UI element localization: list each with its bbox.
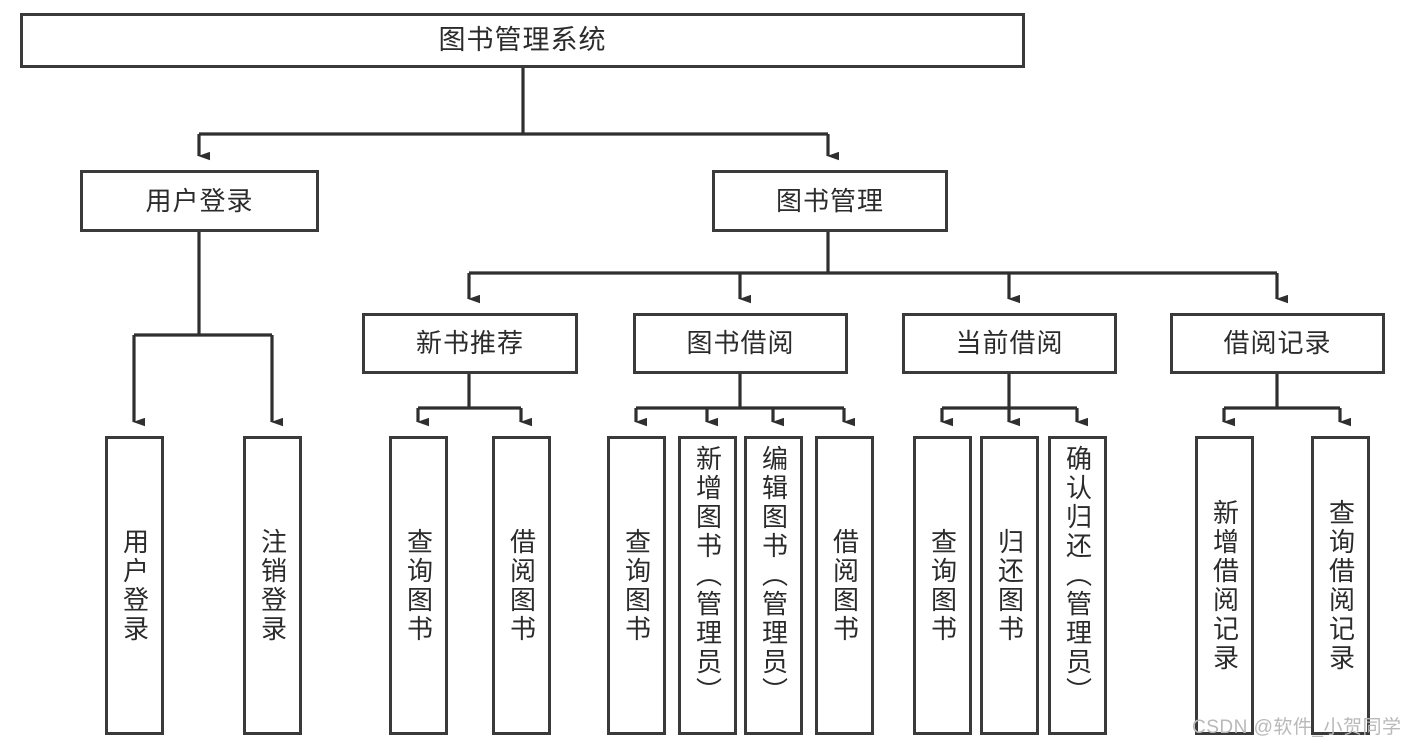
leaf-logout-login[interactable]: 注销登录	[243, 436, 302, 735]
node-current-borrow[interactable]: 当前借阅	[902, 313, 1117, 374]
node-label: 查询图书	[403, 527, 434, 644]
leaf-query-borrow-record[interactable]: 查询借阅记录	[1311, 436, 1370, 735]
leaf-borrow-book[interactable]: 借阅图书	[815, 436, 874, 735]
node-label: 确认归还（管理员）	[1062, 445, 1093, 706]
leaf-borrow-book-recommend[interactable]: 借阅图书	[492, 436, 551, 735]
node-label: 借阅图书	[506, 527, 537, 644]
leaf-query-book-borrow[interactable]: 查询图书	[607, 436, 666, 735]
node-label: 编辑图书（管理员）	[758, 445, 789, 706]
leaf-add-borrow-record[interactable]: 新增借阅记录	[1195, 436, 1254, 735]
node-label: 借阅图书	[829, 527, 860, 644]
node-label: 查询图书	[621, 527, 652, 644]
leaf-add-book-admin[interactable]: 新增图书（管理员）	[678, 436, 737, 735]
node-label: 用户登录	[119, 527, 150, 644]
node-label: 图书管理系统	[438, 24, 607, 55]
node-label: 新增图书（管理员）	[692, 445, 723, 706]
leaf-user-login[interactable]: 用户登录	[105, 436, 164, 735]
node-label: 借阅记录	[1223, 328, 1332, 359]
node-new-book-recommendation[interactable]: 新书推荐	[362, 313, 578, 374]
node-label: 注销登录	[257, 527, 288, 644]
node-label: 当前借阅	[955, 328, 1064, 359]
leaf-edit-book-admin[interactable]: 编辑图书（管理员）	[744, 436, 803, 735]
node-label: 新书推荐	[415, 328, 524, 359]
leaf-return-book[interactable]: 归还图书	[980, 436, 1039, 735]
node-book-borrow[interactable]: 图书借阅	[633, 313, 848, 374]
node-label: 图书管理	[775, 185, 884, 216]
node-borrow-record[interactable]: 借阅记录	[1170, 313, 1385, 374]
node-book-management[interactable]: 图书管理	[712, 170, 948, 232]
leaf-query-book-current[interactable]: 查询图书	[913, 436, 972, 735]
node-label: 归还图书	[994, 527, 1025, 644]
leaf-query-book-recommend[interactable]: 查询图书	[389, 436, 448, 735]
node-root-book-management-system[interactable]: 图书管理系统	[20, 13, 1025, 68]
node-user-login[interactable]: 用户登录	[80, 170, 319, 232]
node-label: 新增借阅记录	[1209, 498, 1240, 673]
node-label: 查询图书	[927, 527, 958, 644]
leaf-confirm-return-admin[interactable]: 确认归还（管理员）	[1048, 436, 1107, 735]
node-label: 查询借阅记录	[1325, 498, 1356, 673]
node-label: 图书借阅	[686, 328, 795, 359]
node-label: 用户登录	[145, 185, 254, 216]
